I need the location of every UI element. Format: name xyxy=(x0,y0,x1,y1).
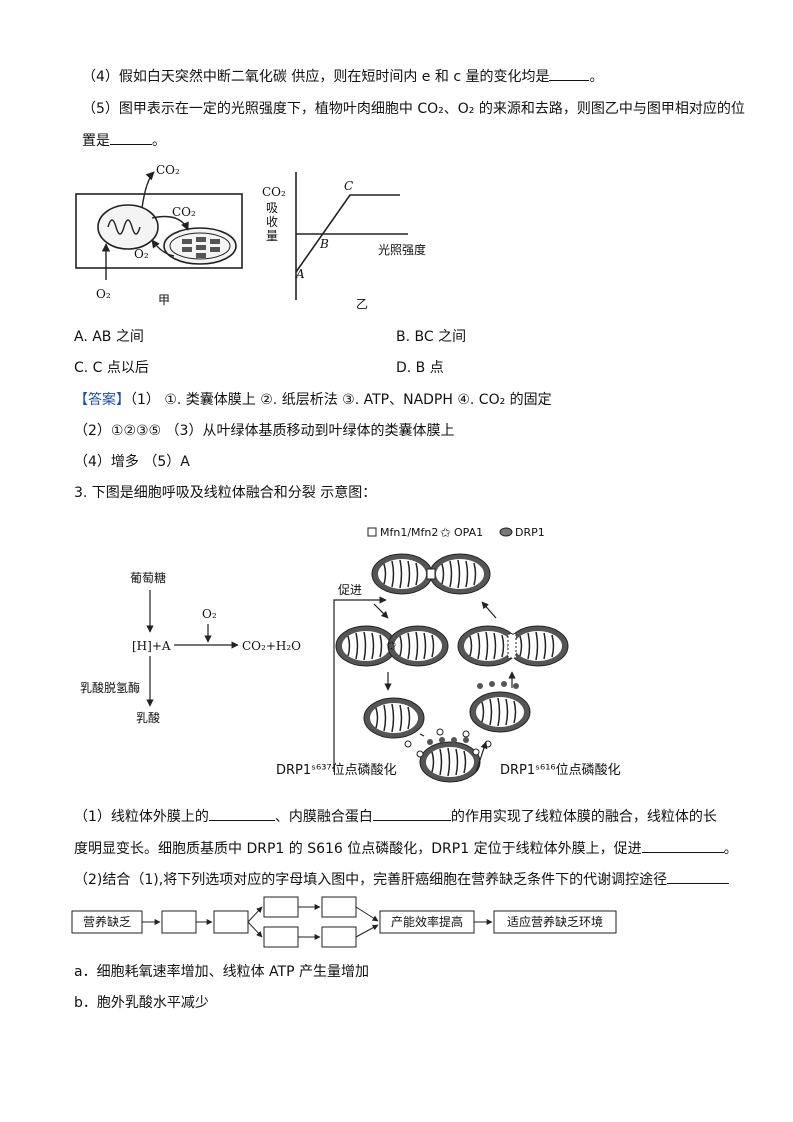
choice-b: b．胞外乳酸水平减少 xyxy=(74,995,209,1011)
answer-label: 【答案】 xyxy=(74,392,130,408)
legend-opa-icon: ✩ xyxy=(440,526,451,541)
yi-xlabel: 光照强度 xyxy=(378,242,426,257)
q3-1-text-b: 、内膜融合蛋白 xyxy=(274,809,373,825)
yi-point-b: B xyxy=(319,237,329,251)
flow-end-label: 适应营养缺乏环境 xyxy=(507,914,603,929)
respiration-diagram: 葡萄糖 [H]+A O₂ CO₂+H₂O 乳酸脱氢酶 乳酸 xyxy=(80,570,301,725)
yi-point-c: C xyxy=(344,179,353,193)
q3-2-line: （2)结合（1),将下列选项对应的字母填入图中，完善肝癌细胞在营养缺乏条件下的代… xyxy=(74,869,730,890)
flow-box-end xyxy=(493,910,617,934)
yi-ylabel-4: 量 xyxy=(266,229,278,243)
q3-2-text: （2)结合（1),将下列选项对应的字母填入图中，完善肝癌细胞在营养缺乏条件下的代… xyxy=(74,872,668,888)
flow-chart: 营养缺乏 产能效率提高 适应营养缺乏环境 xyxy=(71,896,617,948)
question-4-text: （4）假如白天突然中断二氧化碳 供应，则在短时间内 e 和 c 量的变化均是 xyxy=(82,69,550,85)
flow-start-label: 营养缺乏 xyxy=(83,914,131,929)
q3-1-text-d: 度明显变长。细胞质基质中 DRP1 的 S616 位点磷酸化，DRP1 定位于线… xyxy=(74,841,642,857)
promote-label: 促进 xyxy=(338,583,362,597)
question-5-line2: 置是 。 xyxy=(82,130,166,151)
products-label: CO₂+H₂O xyxy=(242,639,301,653)
drp1-s616-label: DRP1ˢ⁶¹⁶位点磷酸化 xyxy=(500,763,621,778)
answer-blank[interactable] xyxy=(549,66,590,81)
answer-line-2: （2）①②③⑤ （3）从叶绿体基质移动到叶绿体的类囊体膜上 xyxy=(74,423,455,439)
figure-yi: CO₂ 吸 收 量 光照强度 A B C 乙 xyxy=(262,172,426,311)
yi-curve xyxy=(295,194,400,273)
choice-a: a．细胞耗氧速率增加、线粒体 ATP 产生量增加 xyxy=(74,964,369,980)
mito-dynamics-diagram: Mfn1/Mfn2 ✩ OPA1 DRP1 ✩ 促进 xyxy=(333,526,569,783)
legend-drp: DRP1 xyxy=(515,526,545,539)
o2-label: O₂ xyxy=(202,607,217,621)
ha-label: [H]+A xyxy=(132,639,171,653)
legend-mfn: Mfn1/Mfn2 xyxy=(380,526,438,539)
answer-blank[interactable] xyxy=(110,130,152,145)
option-a[interactable]: A. AB 之间 xyxy=(74,329,144,345)
question-5-end: 。 xyxy=(152,133,166,149)
flow-blank-box-5[interactable] xyxy=(321,896,357,918)
question-4-end: 。 xyxy=(589,69,604,85)
figure-jia: CO₂ CO₂ O₂ O₂ 甲 xyxy=(75,163,243,307)
flow-blank-box-3[interactable] xyxy=(263,896,299,918)
answer-line-1: 【答案】（1） ①. 类囊体膜上 ②. 纸层析法 ③. ATP、NADPH ④.… xyxy=(74,390,552,410)
question-5-line1: （5）图甲表示在一定的光照强度下，植物叶肉细胞中 CO₂、O₂ 的来源和去路，则… xyxy=(82,101,745,117)
legend-opa: OPA1 xyxy=(454,526,483,539)
option-b[interactable]: B. BC 之间 xyxy=(396,329,467,345)
o2-label-mid: O₂ xyxy=(134,247,149,261)
option-c[interactable]: C. C 点以后 xyxy=(74,360,149,376)
co2-label-mid: CO₂ xyxy=(172,205,196,219)
caption-yi: 乙 xyxy=(356,297,368,311)
legend-drp-icon xyxy=(499,527,513,537)
q3-1-line1: （1）线粒体外膜上的 、内膜融合蛋白 的作用实现了线粒体膜的融合，线粒体的长 xyxy=(74,806,717,827)
yi-ylabel-1: CO₂ xyxy=(262,185,286,199)
q3-1-text-c: 的作用实现了线粒体膜的融合，线粒体的长 xyxy=(450,809,717,825)
flow-blank-box-1[interactable] xyxy=(161,910,197,934)
flow-blank-box-4[interactable] xyxy=(263,926,299,948)
flow-blank-box-2[interactable] xyxy=(213,910,249,934)
yi-ylabel-3: 收 xyxy=(266,215,278,229)
caption-jia: 甲 xyxy=(158,293,170,307)
mitochondrion-icon xyxy=(97,204,159,250)
glucose-label: 葡萄糖 xyxy=(130,570,166,585)
co2-label-top: CO₂ xyxy=(156,163,180,177)
lactate-label: 乳酸 xyxy=(136,710,160,725)
ldh-label: 乳酸脱氢酶 xyxy=(80,680,140,695)
o2-label-bottom: O₂ xyxy=(96,287,111,301)
yi-point-a: A xyxy=(295,267,305,281)
q3-1-end: 。 xyxy=(723,841,738,857)
option-d[interactable]: D. B 点 xyxy=(396,360,444,376)
answer-blank[interactable] xyxy=(641,838,724,853)
q3-1-text-a: （1）线粒体外膜上的 xyxy=(74,809,209,825)
answer-blank[interactable] xyxy=(208,806,275,821)
legend-mfn-icon xyxy=(367,527,377,537)
yi-ylabel-2: 吸 xyxy=(266,201,278,215)
answer-line-3: （4）增多 （5）A xyxy=(74,454,190,470)
svg-text:✩: ✩ xyxy=(386,639,397,654)
answer-blank[interactable] xyxy=(667,869,730,884)
question-5-line2-text: 置是 xyxy=(82,133,110,149)
flow-blank-box-6[interactable] xyxy=(321,926,357,948)
question-4: （4）假如白天突然中断二氧化碳 供应，则在短时间内 e 和 c 量的变化均是 。 xyxy=(82,66,603,87)
drp1-s637-label: DRP1ˢ⁶³⁷位点磷酸化 xyxy=(276,763,397,778)
answer-blank[interactable] xyxy=(372,806,451,821)
answer-line-1-text: （1） ①. 类囊体膜上 ②. 纸层析法 ③. ATP、NADPH ④. CO₂… xyxy=(130,392,552,408)
flow-efficiency-label: 产能效率提高 xyxy=(391,914,463,929)
q3-1-line2: 度明显变长。细胞质基质中 DRP1 的 S616 位点磷酸化，DRP1 定位于线… xyxy=(74,838,738,859)
chloroplast-icon xyxy=(163,227,237,265)
question-3-stem: 3. 下图是细胞呼吸及线粒体融合和分裂 示意图： xyxy=(74,485,377,501)
